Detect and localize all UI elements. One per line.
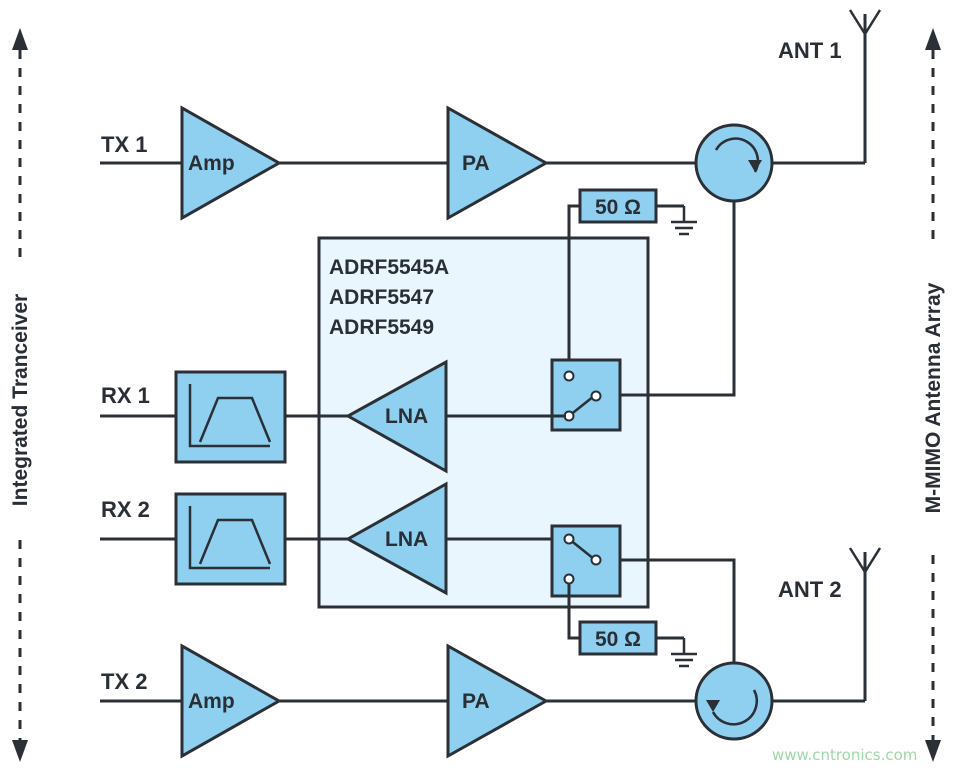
tx1-amp-label: Amp	[188, 152, 235, 175]
left-side-arrow	[12, 28, 28, 762]
ground-1-icon	[671, 206, 697, 236]
lna-2-label: LNA	[385, 528, 428, 551]
antenna-2-icon	[848, 547, 882, 573]
chip-part-2: ADRF5547	[329, 286, 434, 309]
antenna-1-icon	[848, 9, 882, 35]
chip-part-1: ADRF5545A	[329, 256, 449, 279]
ground-2-icon	[671, 638, 697, 668]
tx2-label: TX 2	[101, 669, 147, 694]
chip-part-3: ADRF5549	[329, 316, 434, 339]
watermark: www.cntronics.com	[772, 746, 917, 764]
switch-2-icon	[550, 524, 622, 598]
circulator-1-icon	[694, 123, 774, 203]
tx1-pa-label: PA	[462, 152, 490, 175]
rx1-filter-icon	[174, 370, 287, 464]
tx1-label: TX 1	[101, 132, 147, 157]
rx2-filter-icon	[174, 492, 287, 586]
rx1-label: RX 1	[101, 383, 150, 408]
tx2-amp-label: Amp	[188, 690, 235, 713]
lna-1-label: LNA	[385, 405, 428, 428]
tx2-pa-label: PA	[462, 690, 490, 713]
tx2-power-amplifier	[446, 643, 550, 759]
load-2-label: 50 Ω	[595, 628, 641, 651]
left-side-label: Integrated Tranceiver	[9, 294, 32, 506]
ant1-label: ANT 1	[778, 38, 842, 63]
switch-1-icon	[550, 358, 622, 432]
right-side-arrow	[925, 28, 941, 762]
tx2-amplifier	[180, 643, 283, 759]
tx1-amplifier	[180, 105, 283, 221]
load-1-label: 50 Ω	[595, 196, 641, 219]
circulator-2-icon	[694, 661, 774, 741]
right-side-label: M-MIMO Antenna Array	[922, 282, 945, 513]
ant2-label: ANT 2	[778, 577, 842, 602]
tx1-power-amplifier	[446, 105, 550, 221]
rx2-label: RX 2	[101, 497, 150, 522]
